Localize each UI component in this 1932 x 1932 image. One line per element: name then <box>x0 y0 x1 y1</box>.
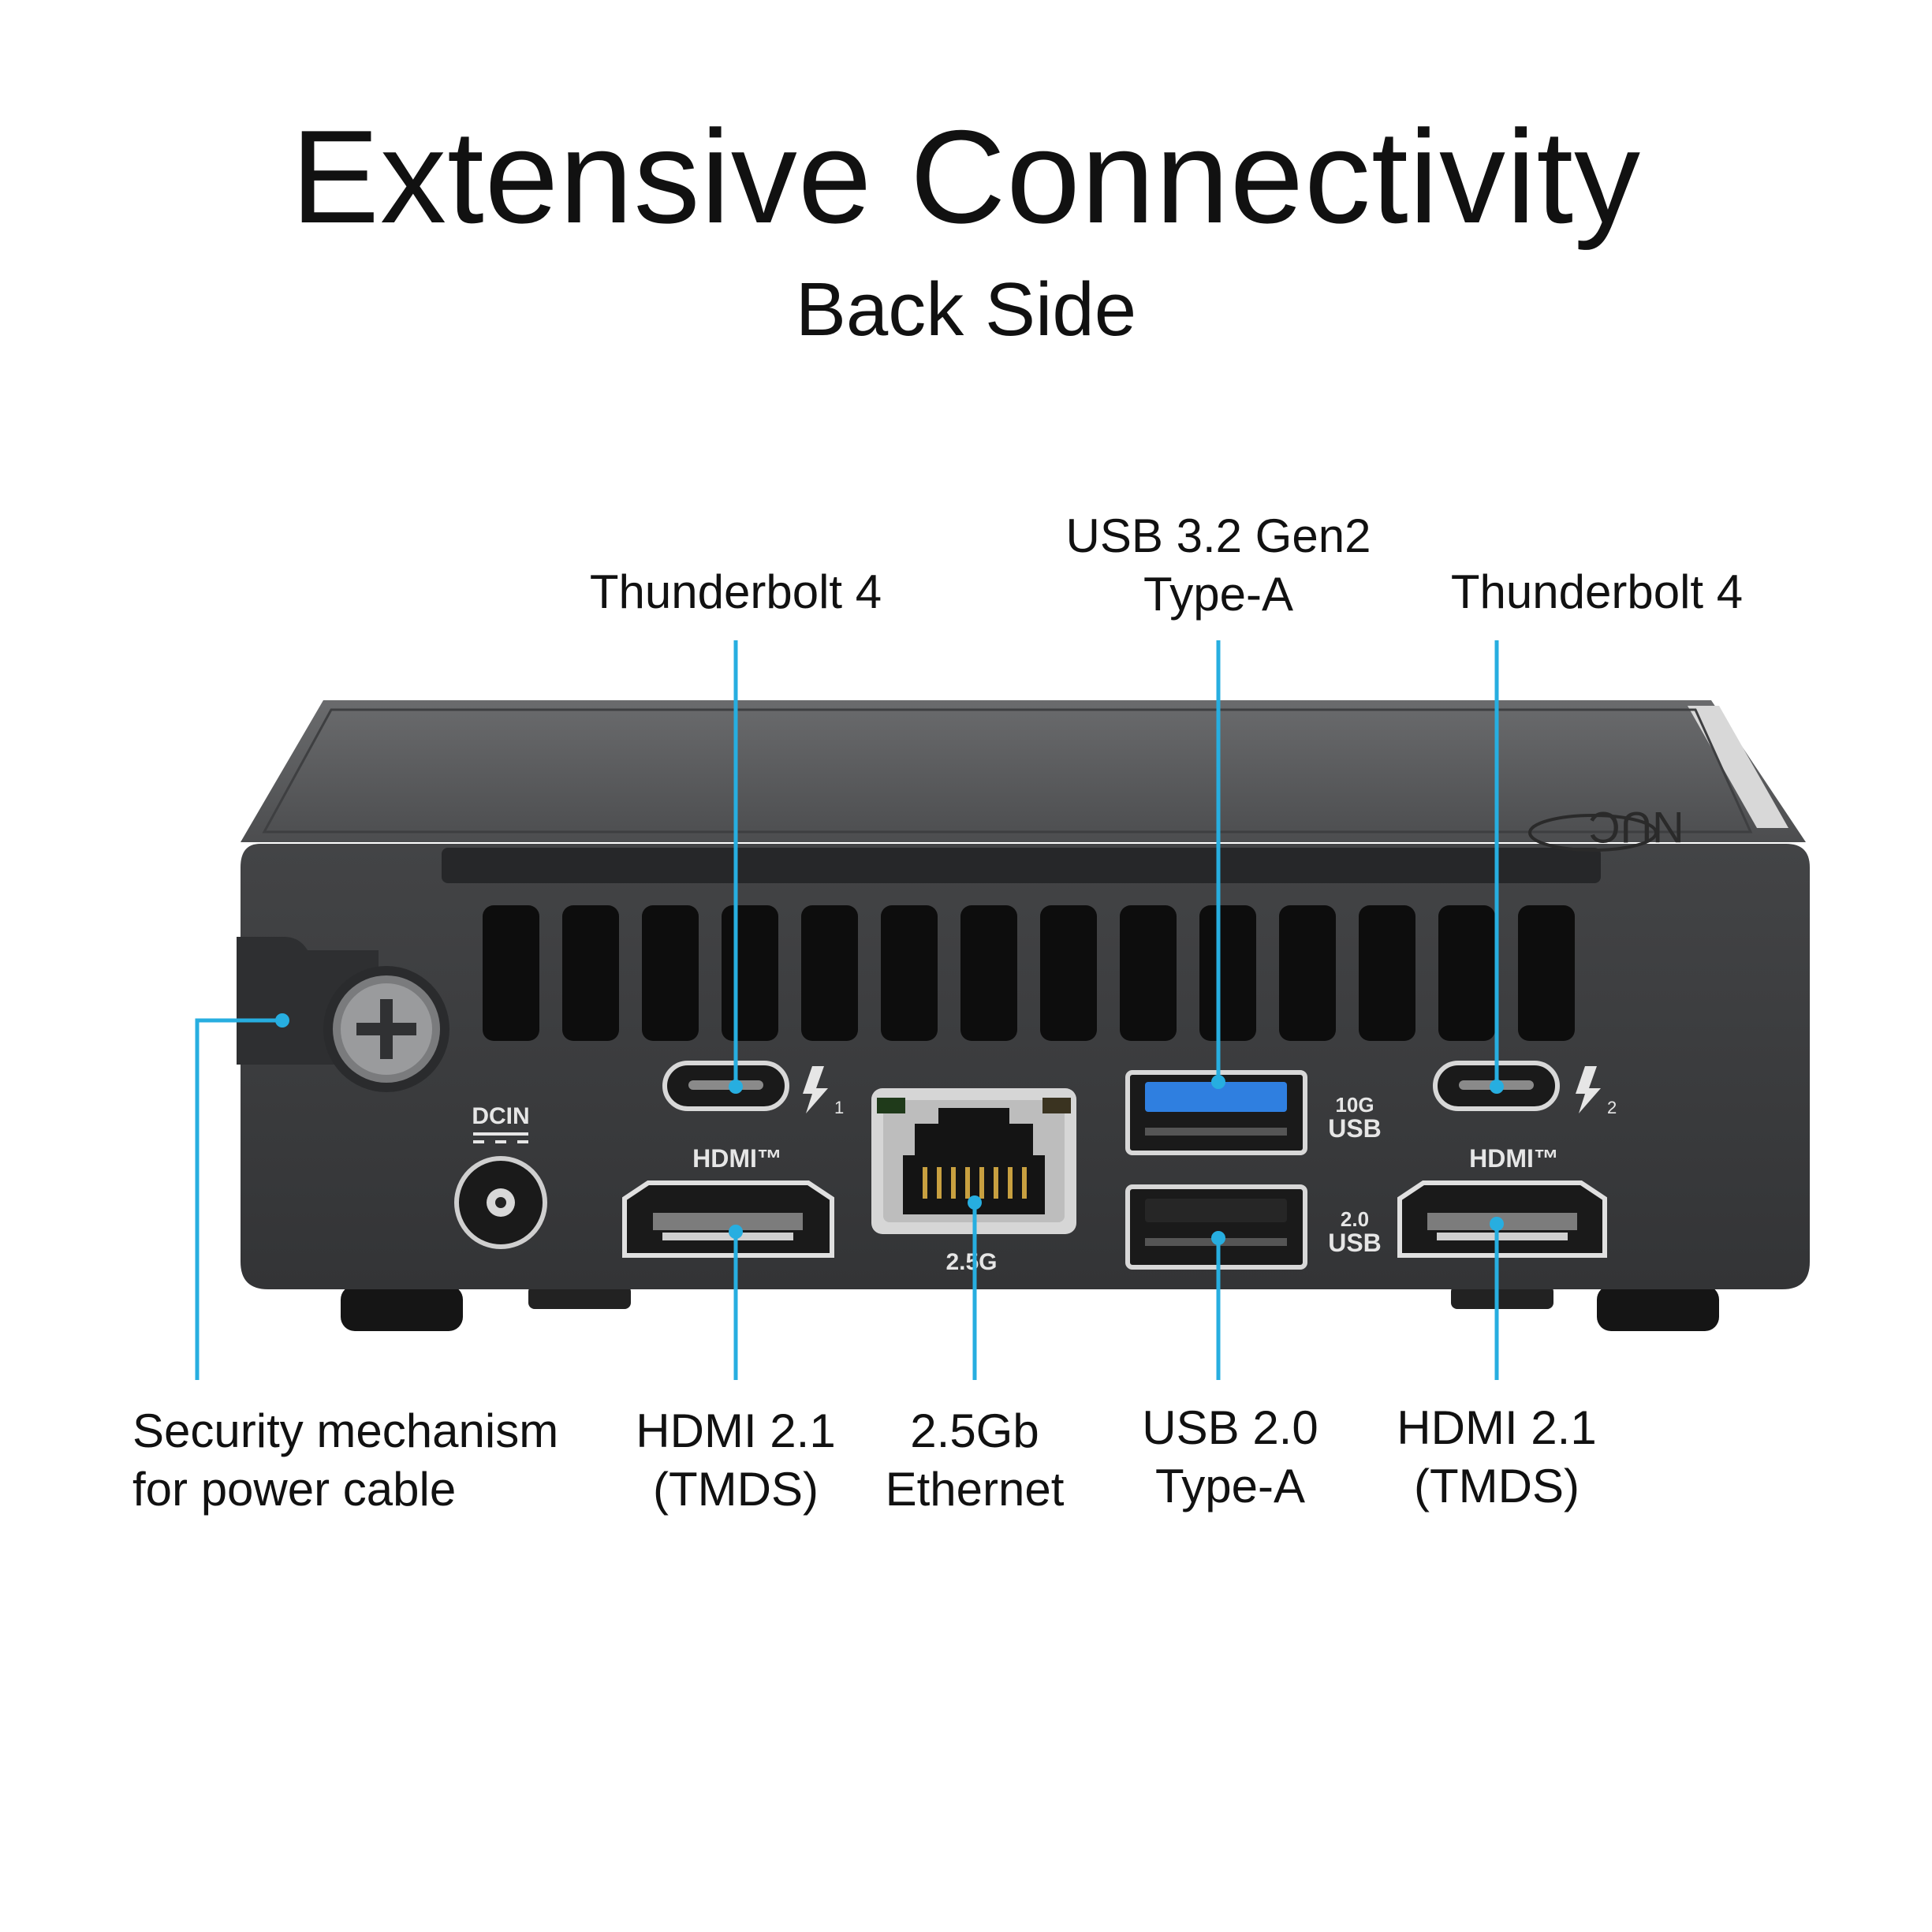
lan-pin <box>1008 1167 1013 1199</box>
callout-line-security <box>195 1018 282 1380</box>
label-usb-2-0: USB 2.0 Type-A <box>1142 1401 1318 1512</box>
hdmi-port-right: HDMI™ <box>1397 1144 1607 1258</box>
dcin-port: DCIN <box>454 1103 547 1249</box>
svg-text:HDMI™: HDMI™ <box>1469 1144 1559 1173</box>
svg-text:10G: 10G <box>1335 1093 1374 1117</box>
vent-slot <box>642 905 699 1041</box>
page-subtitle: Back Side <box>795 267 1137 352</box>
vent-slot <box>1518 905 1575 1041</box>
callout-dots <box>275 1013 1504 1245</box>
lan-led-right <box>1042 1098 1071 1113</box>
svg-text:NUC: NUC <box>1588 803 1684 852</box>
thunderbolt-icon <box>803 1066 828 1113</box>
label-security-mechanism: Security mechanism for power cable <box>132 1404 559 1516</box>
lan-pin <box>994 1167 998 1199</box>
ethernet-port: 2.5G <box>871 1088 1076 1275</box>
vent-slot <box>1199 905 1256 1041</box>
label-usb-3-2: USB 3.2 Gen2 Type-A <box>1065 509 1371 621</box>
label-hdmi-right: HDMI 2.1 (TMDS) <box>1397 1401 1597 1512</box>
label-thunderbolt-right: Thunderbolt 4 <box>1450 565 1744 618</box>
thunderbolt-port-left: 1 <box>662 1061 844 1117</box>
vent-slot <box>1120 905 1177 1041</box>
lan-led-left <box>877 1098 905 1113</box>
vent-grille <box>483 905 1575 1041</box>
vent-slot <box>1359 905 1415 1041</box>
vent-slot <box>722 905 778 1041</box>
security-bracket <box>237 937 449 1092</box>
vent-slot <box>960 905 1017 1041</box>
thunderbolt-icon <box>1576 1066 1601 1113</box>
svg-text:DCIN: DCIN <box>472 1103 529 1129</box>
svg-text:USB: USB <box>1328 1114 1382 1143</box>
device-feet <box>341 1285 1719 1331</box>
chassis-lid <box>241 700 1806 842</box>
page-title: Extensive Connectivity <box>290 103 1642 251</box>
label-hdmi-left: HDMI 2.1 (TMDS) <box>636 1404 836 1516</box>
callout-lines <box>195 640 1499 1380</box>
lan-pin <box>937 1167 942 1199</box>
vent-slot <box>1279 905 1336 1041</box>
usb-3-2-port: 10G USB <box>1125 1070 1382 1155</box>
svg-text:2: 2 <box>1607 1098 1617 1117</box>
lan-pin <box>965 1167 970 1199</box>
vent-slot <box>562 905 619 1041</box>
vent-slot <box>1040 905 1097 1041</box>
brand-logo: NUC <box>1528 803 1684 852</box>
label-thunderbolt-left: Thunderbolt 4 <box>589 565 882 618</box>
hdmi-port-left: HDMI™ <box>622 1144 834 1258</box>
label-ethernet: 2.5Gb Ethernet <box>885 1404 1065 1516</box>
lan-pin <box>1022 1167 1027 1199</box>
vent-slot <box>801 905 858 1041</box>
chassis-body <box>241 844 1810 1289</box>
lan-pin <box>979 1167 984 1199</box>
svg-text:HDMI™: HDMI™ <box>692 1144 782 1173</box>
vent-slot <box>881 905 938 1041</box>
svg-text:2.0: 2.0 <box>1341 1207 1369 1231</box>
svg-text:USB: USB <box>1328 1229 1382 1257</box>
svg-text:2.5G: 2.5G <box>945 1249 997 1275</box>
vent-slot <box>1438 905 1495 1041</box>
lan-pin <box>923 1167 927 1199</box>
svg-text:1: 1 <box>834 1098 844 1117</box>
vent-slot <box>483 905 539 1041</box>
lan-pin <box>951 1167 956 1199</box>
